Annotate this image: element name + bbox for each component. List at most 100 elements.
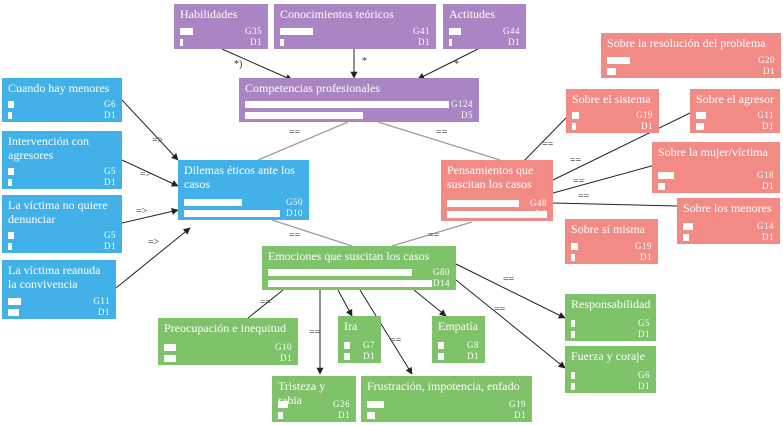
edge-label-tristeza: == (309, 327, 321, 338)
d-count: D1 (280, 353, 292, 363)
d-count: D1 (467, 351, 479, 361)
d-count-bar (8, 179, 12, 186)
node-title: Sobre el sistema (572, 92, 651, 106)
d-count: D1 (763, 66, 775, 76)
node-title: La víctima no quiere denunciar (8, 198, 108, 226)
g-count-bar (696, 112, 706, 119)
g-count-bar (8, 101, 14, 108)
edge-emociones-ira (337, 289, 353, 317)
edge-actitudes-competencias (417, 48, 479, 80)
g-count-bar (268, 269, 413, 276)
g-count-bar (449, 28, 461, 35)
node-title: Pensamientos que suscitan los casos (447, 163, 534, 191)
node-title: Sobre los menores (683, 201, 772, 215)
g-count-bar (571, 372, 576, 379)
d-count-bar (572, 123, 576, 130)
d-count-bar (367, 412, 375, 419)
g-count: G5 (104, 166, 116, 176)
edge-label-agresores: => (140, 169, 152, 180)
g-count-bar (344, 342, 350, 349)
d-count: D1 (641, 121, 653, 131)
d-count: D1 (762, 121, 774, 131)
d-count-bar (280, 39, 284, 46)
d-count-bar (164, 355, 176, 362)
g-count: G19 (635, 241, 652, 251)
g-count: G124 (451, 99, 473, 109)
edge-emociones-fuerza (455, 279, 566, 369)
d-count-bar (8, 112, 12, 119)
edge-competencias-pensamientos (377, 121, 501, 161)
edge-label-sistema: == (542, 139, 554, 150)
edge-label-responsabilidad: == (503, 274, 515, 285)
d-count: D1 (104, 177, 116, 187)
d-count: D5 (461, 110, 473, 120)
g-count: G14 (757, 221, 774, 231)
node-title: La víctima reanuda la convivencia (8, 263, 101, 291)
g-count-bar (8, 168, 14, 175)
d-count: D1 (762, 232, 774, 242)
g-count: G26 (333, 399, 350, 409)
g-count: G50 (286, 197, 303, 207)
node-title: Sobre el agresor (696, 92, 774, 106)
edge-label-reanuda: => (148, 237, 160, 248)
node-title: Intervención con agresores (8, 134, 89, 162)
d-count-bar (278, 412, 284, 419)
d-count-bar (658, 183, 666, 190)
d-count-bar (571, 254, 575, 261)
node-title: Cuando hay menores (8, 81, 110, 95)
d-count-bar (8, 243, 12, 250)
node-title: Preocupación e inequitud (164, 321, 286, 335)
g-count: G10 (275, 342, 292, 352)
d-count: D1 (418, 37, 430, 47)
edge-nodenunciar-dilemas (121, 208, 179, 224)
edge-label-pensamientos-emociones: == (428, 230, 440, 241)
edge-menores-dilemas (121, 99, 179, 161)
d-count-bar (438, 353, 445, 360)
g-count-bar (658, 172, 675, 179)
g-count-bar (280, 28, 314, 35)
g-count-bar (8, 232, 14, 239)
edge-label-comp-pensamientos: == (436, 127, 448, 138)
node-title: Habilidades (180, 7, 238, 21)
edge-emociones-preocupacion (247, 289, 284, 319)
g-count: G6 (638, 370, 650, 380)
node-title: Empatía (438, 319, 478, 333)
node-title: Responsabilidad (571, 297, 651, 311)
d-count-bar (571, 331, 576, 338)
d-count-bar (184, 210, 280, 217)
g-count: G5 (104, 230, 116, 240)
edge-label-habilidades: *) (234, 59, 243, 70)
g-count-bar (184, 199, 242, 206)
d-count: D1 (250, 37, 262, 47)
d-count: D14 (433, 278, 450, 288)
d-count: D1 (104, 110, 116, 120)
edge-dilemas-emociones (271, 219, 353, 247)
d-count-bar (683, 234, 690, 241)
node-title: Actitudes (449, 7, 495, 21)
g-count: G18 (757, 170, 774, 180)
d-count-bar (180, 39, 184, 46)
node-title: Fuerza y coraje (571, 349, 645, 363)
g-count-bar (245, 101, 449, 108)
edge-label-nodenunciar: => (136, 206, 148, 217)
g-count-bar (683, 223, 693, 230)
g-count-bar (367, 401, 384, 408)
edge-pensamientos-sistema (519, 117, 567, 166)
node-title: Competencias profesionales (245, 81, 380, 95)
g-count-bar (447, 200, 519, 207)
